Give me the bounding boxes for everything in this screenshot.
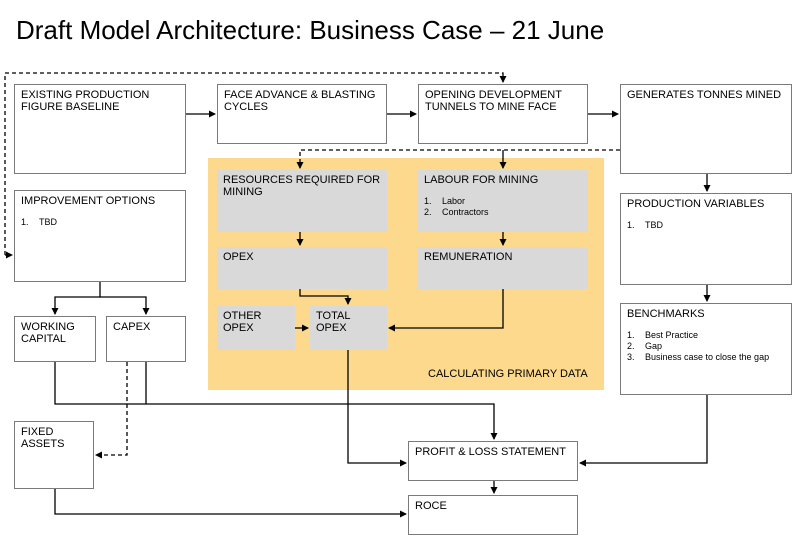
node-label: CAPEX (113, 321, 151, 333)
node-label: EXISTING PRODUCTION FIGURE BASELINE (21, 89, 150, 113)
node-production-variables: PRODUCTION VARIABLES 1. TBD (620, 193, 792, 285)
node-label: WORKING CAPITAL (21, 321, 75, 345)
node-label: IMPROVEMENT OPTIONS (21, 195, 156, 207)
connector-improvement-split (51, 282, 101, 315)
connector-opex-to-total (299, 289, 352, 305)
panel-label: CALCULATING PRIMARY DATA (428, 368, 588, 380)
node-label: ROCE (415, 500, 447, 512)
node-label: LABOUR FOR MINING (424, 174, 539, 186)
item-number: 1. (627, 330, 635, 340)
node-opening-development: OPENING DEVELOPMENT TUNNELS TO MINE FACE (418, 84, 588, 144)
node-profit-loss: PROFIT & LOSS STATEMENT (408, 441, 578, 481)
connector-benchmarks-to-pl (579, 395, 708, 467)
node-label: GENERATES TONNES MINED (627, 89, 782, 101)
node-total-opex: TOTAL OPEX (310, 306, 387, 350)
list-item: 1. Labor (424, 196, 582, 207)
item-text: Business case to close the gap (645, 352, 770, 362)
connector-dashed-tonnes-to-resources (296, 149, 620, 169)
node-improvement-options: IMPROVEMENT OPTIONS 1. TBD (14, 190, 186, 282)
item-number: 1. (424, 196, 432, 206)
item-text: TBD (39, 217, 57, 227)
connector-remuneration-to-total (388, 289, 504, 332)
node-labour: LABOUR FOR MINING 1. Labor 2. Contractors (418, 170, 588, 232)
node-resources-required: RESOURCES REQUIRED FOR MINING (217, 170, 387, 232)
node-opex: OPEX (217, 247, 387, 289)
node-label: OPENING DEVELOPMENT TUNNELS TO MINE FACE (425, 89, 562, 113)
item-list: 1. Best Practice 2. Gap 3. Business case to… (627, 330, 785, 363)
node-label: PRODUCTION VARIABLES (627, 198, 765, 210)
node-working-capital: WORKING CAPITAL (14, 316, 96, 362)
connector-dashed-loop-top (4, 72, 507, 255)
item-text: Labor (442, 196, 466, 206)
node-other-opex: OTHER OPEX (217, 306, 295, 350)
list-item: 1. TBD (21, 217, 179, 228)
item-text: Gap (645, 341, 663, 351)
list-item: 2. Gap (627, 341, 785, 352)
node-existing-production: EXISTING PRODUCTION FIGURE BASELINE (14, 84, 186, 174)
node-label: OTHER OPEX (223, 310, 262, 334)
item-number: 2. (424, 207, 432, 217)
node-fixed-assets: FIXED ASSETS (14, 421, 94, 489)
node-label: OPEX (223, 251, 254, 263)
node-label: PROFIT & LOSS STATEMENT (415, 446, 566, 458)
page-title: Draft Model Architecture: Business Case … (16, 15, 605, 45)
list-item: 1. Best Practice (627, 330, 785, 341)
item-list: 1. TBD (21, 217, 179, 228)
item-number: 1. (21, 217, 29, 227)
connector-fixed-assets-to-roce (54, 489, 407, 518)
item-text: Best Practice (645, 330, 699, 340)
node-capex: CAPEX (106, 316, 186, 362)
item-text: TBD (645, 220, 663, 230)
item-number: 2. (627, 341, 635, 351)
node-benchmarks: BENCHMARKS 1. Best Practice 2. Gap 3. Busin… (620, 303, 792, 395)
node-label: RESOURCES REQUIRED FOR MINING (223, 174, 381, 198)
list-item: 2. Contractors (424, 207, 582, 218)
item-list: 1. TBD (627, 220, 785, 231)
item-list: 1. Labor 2. Contractors (424, 196, 582, 218)
list-item: 3. Business case to close the gap (627, 352, 785, 363)
item-text: Contractors (442, 207, 489, 217)
node-label: TOTAL OPEX (316, 310, 351, 334)
list-item: 1. TBD (627, 220, 785, 231)
item-number: 3. (627, 352, 635, 362)
node-label: REMUNERATION (424, 251, 513, 263)
node-generates-tonnes: GENERATES TONNES MINED (620, 84, 792, 174)
node-label: BENCHMARKS (627, 308, 705, 320)
connector-dashed-capex-to-fixed (95, 362, 128, 459)
connector-improvement-to-capex (100, 296, 150, 315)
connector-working-capital-to-pl (54, 362, 498, 440)
connector-total-opex-to-pl (347, 350, 407, 467)
node-face-advance: FACE ADVANCE & BLASTING CYCLES (217, 84, 387, 144)
node-label: FIXED ASSETS (21, 426, 65, 450)
node-remuneration: REMUNERATION (418, 247, 588, 289)
node-label: FACE ADVANCE & BLASTING CYCLES (224, 89, 376, 113)
item-number: 1. (627, 220, 635, 230)
node-roce: ROCE (408, 495, 578, 535)
